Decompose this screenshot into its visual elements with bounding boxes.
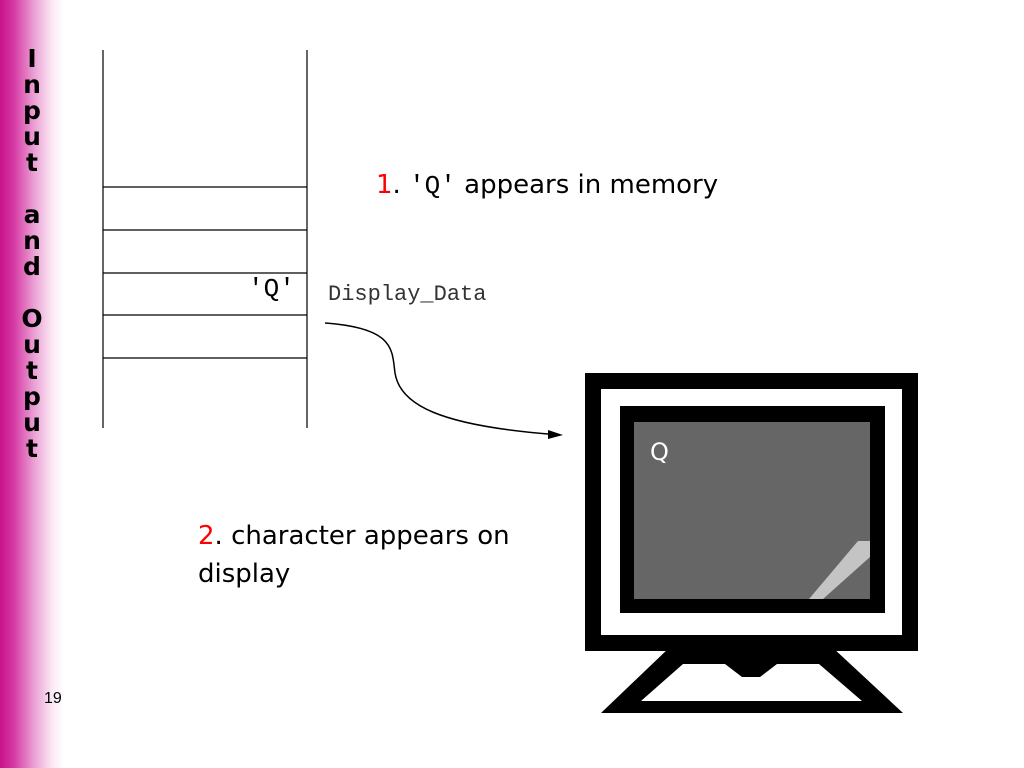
step-1-code: 'Q' [409, 171, 456, 201]
page-number: 19 [44, 690, 62, 707]
memory-cell-value: 'Q' [248, 274, 295, 304]
step-2-dot: . [214, 521, 223, 551]
step-2-caption: 2. character appears on display [198, 517, 558, 593]
step-2-number: 2 [198, 521, 215, 551]
step-2-text: character appears on display [198, 521, 510, 589]
monitor-stand-cutout [725, 664, 777, 677]
monitor-stand-inner [641, 664, 862, 701]
step-1-text: appears in memory [455, 170, 719, 200]
sidebar-band: I n p u t a n d O u t p u t [0, 0, 64, 768]
step-1-caption: 1. 'Q' appears in memory [376, 166, 718, 205]
monitor-icon [585, 373, 918, 713]
variable-label: Display_Data [328, 282, 487, 307]
arrow-head [548, 430, 563, 439]
slide-title: I n p u t a n d O u t p u t [21, 44, 43, 463]
monitor-screen [634, 422, 870, 599]
screen-character: Q [650, 438, 669, 466]
step-1-dot: . [392, 170, 401, 200]
step-1-number: 1 [376, 170, 393, 200]
screen-glare [809, 541, 870, 599]
memory-block [102, 50, 308, 428]
transfer-arrow [324, 322, 563, 439]
